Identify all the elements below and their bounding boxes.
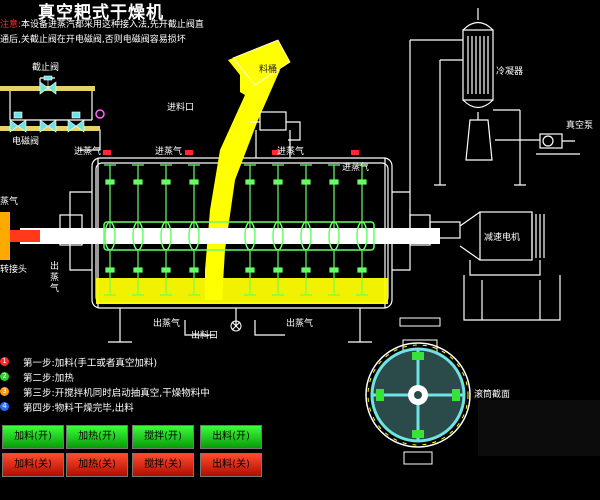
solenoid-valve-icon[interactable] bbox=[9, 111, 85, 133]
caution-line-2: 通后,关截止阀在开电磁阀,否则电磁阀容易损坏 bbox=[0, 35, 186, 45]
rake-arms bbox=[104, 164, 368, 296]
label-shutoff-valve: 截止阀 bbox=[32, 63, 60, 73]
label-steam-out-1: 出蒸气 bbox=[153, 319, 181, 329]
shutoff-valve-icon[interactable] bbox=[39, 75, 57, 95]
label-steam-out-2: 出蒸气 bbox=[286, 319, 314, 329]
label-steam-in-2: 进蒸气 bbox=[155, 147, 183, 157]
material-bed bbox=[96, 278, 388, 304]
agitator-shaft bbox=[20, 228, 440, 244]
steam-inlet-valves[interactable] bbox=[103, 150, 359, 155]
label-feed-port: 进料口 bbox=[167, 103, 195, 113]
label-rotary-joint: 转接头 bbox=[0, 265, 28, 275]
material-flow bbox=[205, 45, 280, 300]
rotary-joint-icon bbox=[0, 212, 10, 260]
step-1-text: 第一步:加料(手工或者真空加料) bbox=[23, 357, 158, 369]
label-gear-motor: 减速电机 bbox=[484, 233, 521, 243]
vacuum-pump-icon bbox=[536, 133, 580, 155]
label-condenser: 冷凝器 bbox=[496, 67, 524, 77]
caution-prefix: 注意: bbox=[0, 20, 22, 30]
feed-on-button[interactable]: 加料(开) bbox=[2, 425, 64, 449]
stir-off-button[interactable]: 搅拌(关) bbox=[132, 453, 194, 477]
process-steps: 1 第一步:加料(手工或者真空加料) 2 第二步:加热 3 第三步:开搅拌机同时启动抽… bbox=[0, 354, 210, 414]
caution-line-1: 本设备进蒸汽都采用这种接入法,先开截止阀直 bbox=[21, 20, 204, 30]
feed-port bbox=[250, 111, 301, 158]
rake-disks bbox=[104, 221, 368, 251]
pressure-gauge-icon bbox=[95, 109, 105, 119]
label-steam-left: 蒸气 bbox=[0, 197, 19, 207]
label-steam-in-4: 进蒸气 bbox=[342, 163, 370, 173]
step-1: 1 第一步:加料(手工或者真空加料) bbox=[0, 354, 210, 369]
discharge-valve-icon[interactable] bbox=[230, 320, 242, 332]
condenser bbox=[409, 8, 540, 192]
step-2: 2 第二步:加热 bbox=[0, 369, 210, 384]
feed-off-button[interactable]: 加料(关) bbox=[2, 453, 64, 477]
step-3: 3 第三步:开搅拌机同时启动抽真空,干燥物料中 bbox=[0, 384, 210, 399]
discharge-off-button[interactable]: 出料(关) bbox=[200, 453, 262, 477]
step-2-text: 第二步:加热 bbox=[23, 372, 74, 384]
support-legs bbox=[108, 308, 372, 343]
label-steam-out-vertical: 出蒸气 bbox=[50, 262, 60, 294]
step-2-badge: 2 bbox=[0, 372, 9, 381]
label-solenoid-valve: 电磁阀 bbox=[12, 137, 40, 147]
step-4: 4 第四步:物料干燥完毕,出料 bbox=[0, 399, 210, 414]
label-hopper: 料桶 bbox=[259, 65, 278, 75]
label-cross-section: 滚筒截面 bbox=[474, 390, 511, 400]
page-title: 真空耙式干燥机 bbox=[38, 3, 164, 23]
drum-cross-section bbox=[365, 317, 471, 465]
steam-pipe-yellow-2 bbox=[0, 126, 100, 131]
empty-panel bbox=[478, 400, 600, 456]
hopper-icon bbox=[232, 39, 291, 86]
heat-off-button[interactable]: 加热(关) bbox=[66, 453, 128, 477]
label-steam-in-3: 进蒸气 bbox=[277, 147, 305, 157]
stir-on-button[interactable]: 搅拌(开) bbox=[132, 425, 194, 449]
step-3-badge: 3 bbox=[0, 387, 9, 396]
step-4-text: 第四步:物料干燥完毕,出料 bbox=[23, 402, 134, 414]
label-vacuum-pump: 真空泵 bbox=[566, 121, 594, 131]
step-3-text: 第三步:开搅拌机同时启动抽真空,干燥物料中 bbox=[23, 387, 210, 399]
heat-on-button[interactable]: 加热(开) bbox=[66, 425, 128, 449]
discharge-on-button[interactable]: 出料(开) bbox=[200, 425, 262, 449]
label-steam-in-1: 进蒸气 bbox=[74, 147, 102, 157]
caution-note: 注意:本设备进蒸汽都采用这种接入法,先开截止阀直 通后,关截止阀在开电磁阀,否则… bbox=[0, 18, 204, 48]
step-4-badge: 4 bbox=[0, 402, 9, 411]
label-discharge-port: 出料口 bbox=[191, 331, 219, 341]
shaft-rakes-band bbox=[103, 221, 375, 251]
gear-motor-icon bbox=[459, 211, 561, 321]
step-1-badge: 1 bbox=[0, 357, 9, 366]
